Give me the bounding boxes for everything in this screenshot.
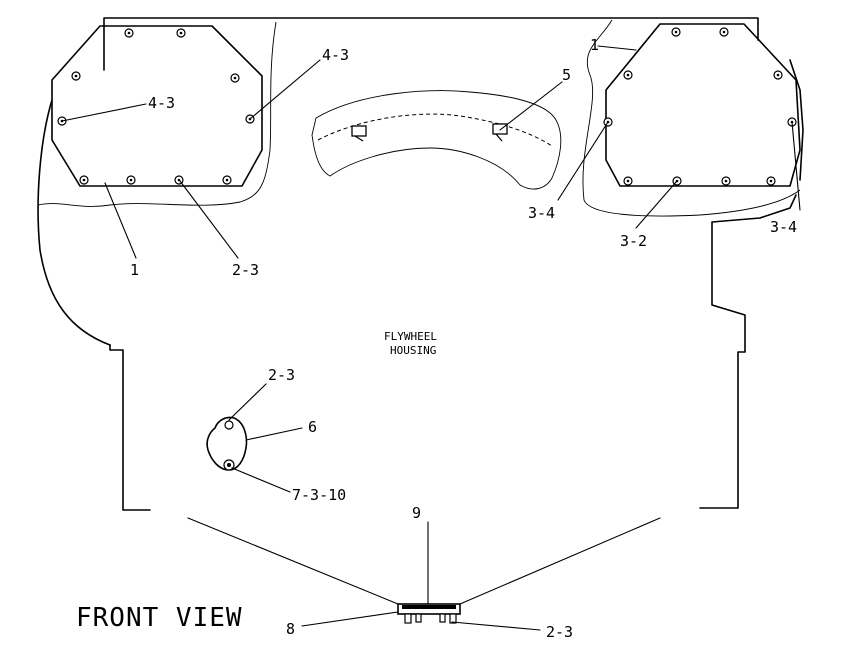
detail-plate-assembly [397,603,461,624]
callout-detail-gasket: 9 [412,504,421,522]
plate-bolt-top [224,420,234,430]
callout-right-cover-bolt-bottom: 3-2 [620,232,647,250]
left-cover-bolts [57,28,255,185]
callout-left-cover: 1 [130,261,139,279]
callout-left-cover-bolt-bottom: 2-3 [232,261,259,279]
leader-lines [61,45,801,631]
callout-detail-plate: 8 [286,620,295,638]
right-cover [605,23,801,187]
callout-sensor-clip: 5 [562,66,571,84]
callout-right-cover-bolt-right: 3-4 [770,218,797,236]
callout-right-cover-bolt-left: 3-4 [528,204,555,222]
flywheel-arc-section [311,90,562,190]
housing-outline [103,17,804,511]
projection-line-right [459,517,661,605]
break-line-left [37,21,277,207]
flywheel-arc-centerline [317,113,553,147]
callout-plate-bolt-top: 2-3 [268,366,295,384]
left-cover [51,25,263,187]
right-cover-bolts [603,27,797,186]
callout-left-cover-bolt-inner: 4-3 [148,94,175,112]
projection-line-left [187,517,399,605]
housing-label-line2: HOUSING [390,344,436,357]
callout-plate: 6 [308,418,317,436]
sensor-clips [351,123,508,142]
housing-label-line1: FLYWHEEL [384,330,437,343]
view-title: FRONT VIEW [76,603,243,633]
break-line-right [582,19,801,217]
callout-plate-bolt-bottom: 7-3-10 [292,486,346,504]
callout-detail-bolt: 2-3 [546,623,573,641]
callout-left-cover-bolt-top: 4-3 [322,46,349,64]
callout-right-cover: 1 [590,36,599,54]
housing-left-edge [37,99,111,346]
